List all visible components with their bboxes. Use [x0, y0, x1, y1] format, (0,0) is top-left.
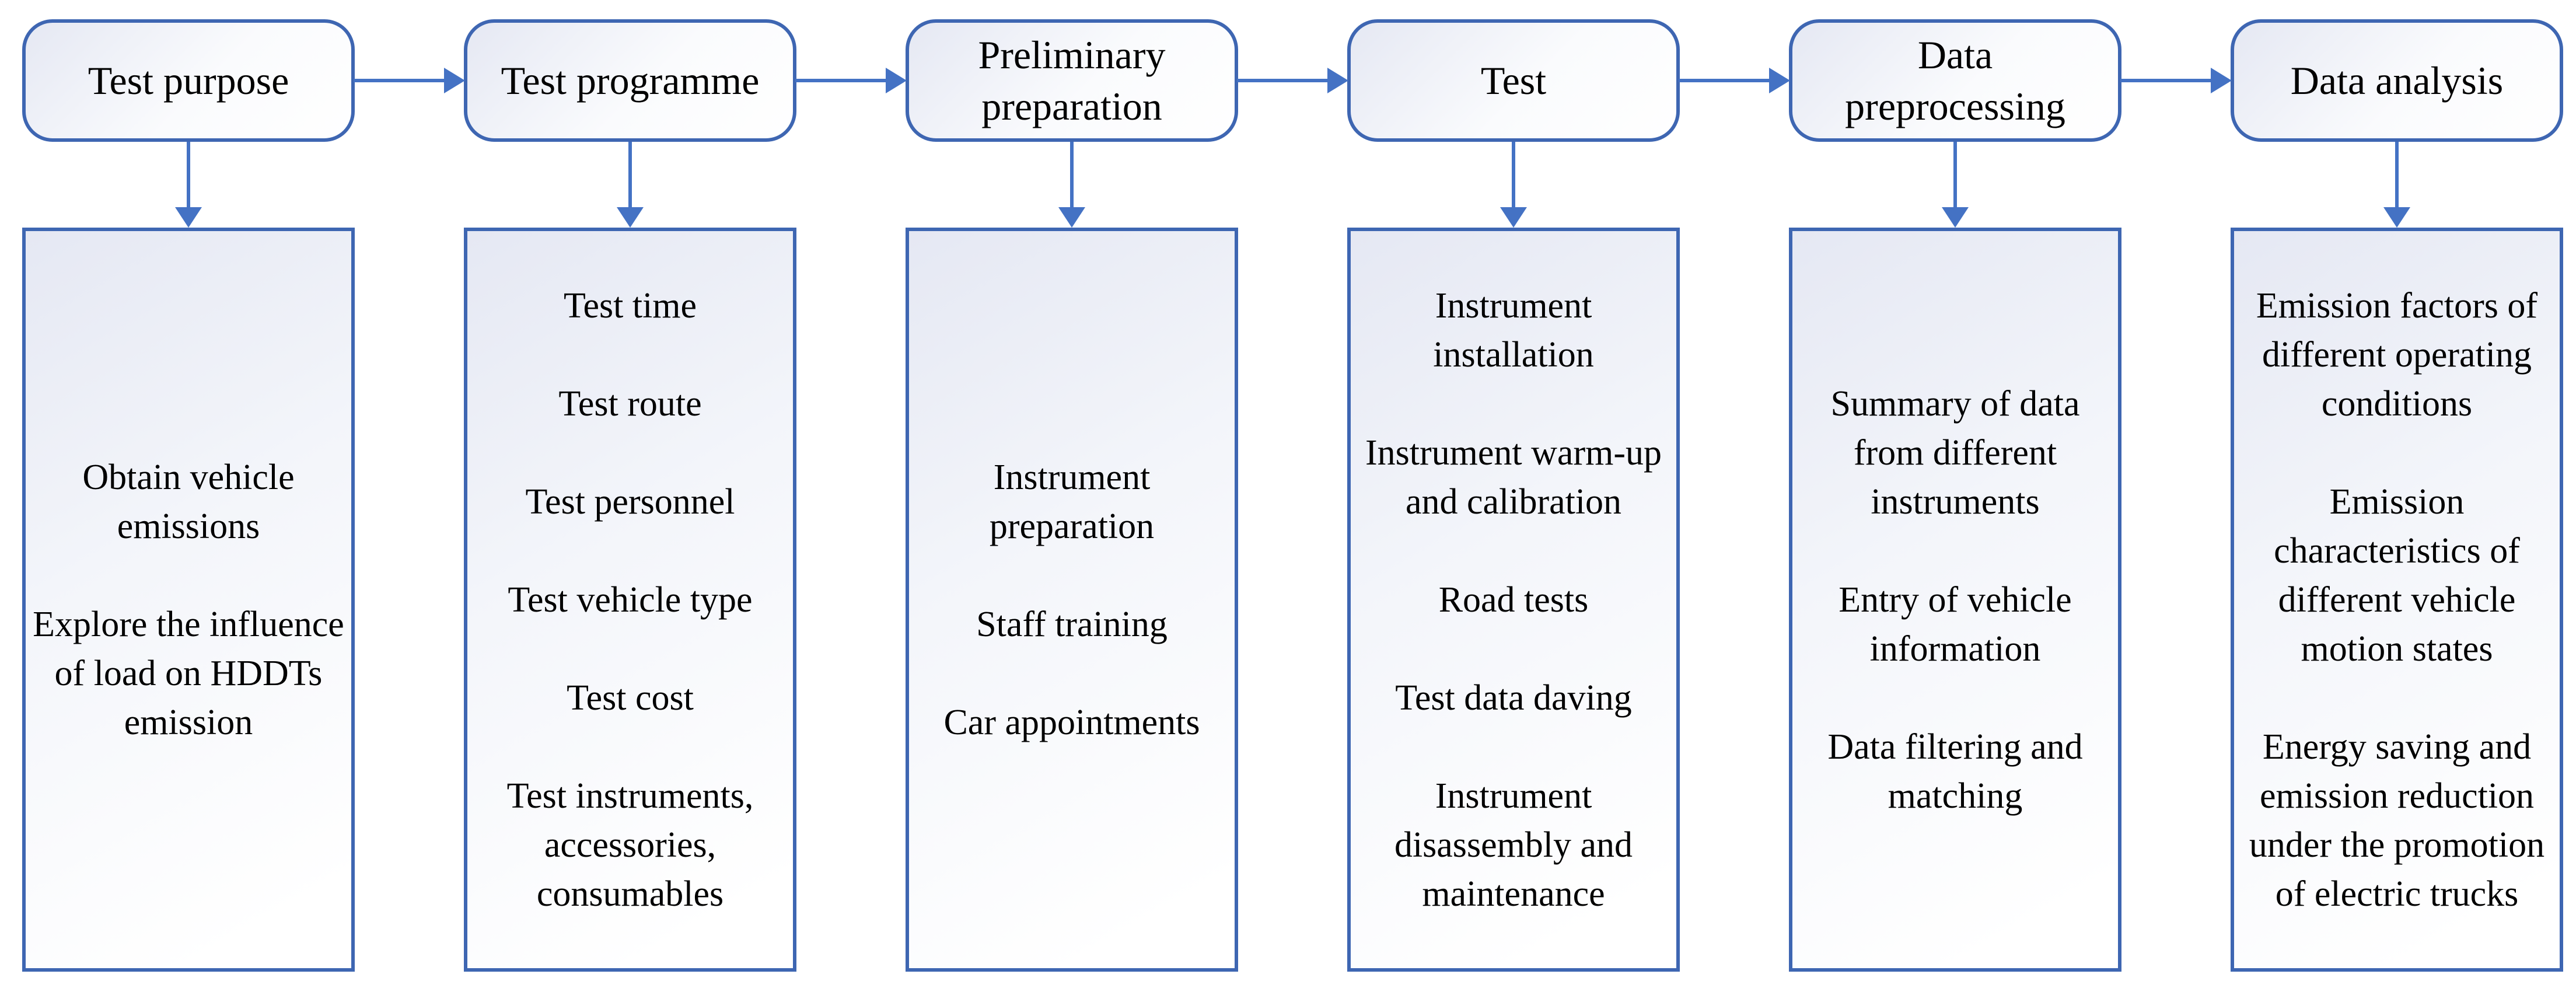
arrow-head — [1327, 68, 1348, 93]
arrow-head — [1942, 207, 1969, 228]
down-arrow-icon — [1500, 142, 1527, 228]
detail-item: Road tests — [1438, 579, 1589, 620]
arrow-shaft — [1953, 142, 1957, 210]
detail-box-data-analysis: Emission factors of different operating … — [2231, 228, 2563, 972]
down-arrow-icon — [617, 142, 644, 228]
arrow-shaft — [1070, 142, 1074, 210]
right-arrow-icon — [2120, 68, 2232, 93]
down-arrow-icon — [1058, 142, 1085, 228]
stage-box-test-programme: Test programme — [464, 19, 796, 142]
detail-item: Test vehicle type — [508, 579, 753, 620]
stage-box-preliminary-preparation: Preliminary preparation — [906, 19, 1238, 142]
arrow-shaft — [2120, 79, 2214, 82]
arrow-shaft — [628, 142, 632, 210]
stage-column-data-analysis: Data analysis Emission factors of differ… — [2231, 19, 2563, 972]
stage-label: Test programme — [501, 58, 760, 103]
detail-item: Summary of data from different instrumen… — [1830, 383, 2080, 522]
stage-label: Test purpose — [88, 58, 289, 103]
detail-item: Test route — [558, 383, 702, 424]
detail-item: Test personnel — [525, 481, 735, 522]
stage-column-data-preprocessing: Data preprocessing Summary of data from … — [1789, 19, 2121, 972]
detail-item: Instrument preparation — [989, 457, 1155, 546]
down-arrow-icon — [175, 142, 202, 228]
down-arrow-icon — [1942, 142, 1969, 228]
down-arrow-icon — [2383, 142, 2410, 228]
stage-label: Data analysis — [2290, 58, 2504, 103]
arrow-head — [1500, 207, 1527, 228]
detail-item: Emission characteristics of different ve… — [2274, 481, 2520, 669]
arrow-head — [2383, 207, 2410, 228]
stage-label: Data preprocessing — [1845, 32, 2065, 128]
arrow-shaft — [2395, 142, 2399, 210]
detail-item: Car appointments — [943, 702, 1200, 742]
arrow-head — [2211, 68, 2232, 93]
detail-item: Staff training — [976, 604, 1168, 644]
right-arrow-icon — [1679, 68, 1790, 93]
detail-item: Emission factors of different operating … — [2256, 285, 2538, 424]
detail-item: Instrument disassembly and maintenance — [1394, 776, 1633, 914]
arrow-shaft — [354, 79, 448, 82]
detail-item: Test time — [563, 285, 697, 326]
arrow-shaft — [1679, 79, 1773, 82]
arrow-shaft — [1237, 79, 1331, 82]
arrow-head — [1058, 207, 1085, 228]
arrow-head — [444, 68, 465, 93]
detail-item: Energy saving and emission reduction und… — [2249, 727, 2545, 914]
right-arrow-icon — [795, 68, 907, 93]
arrow-head — [886, 68, 907, 93]
arrow-head — [1769, 68, 1790, 93]
detail-item: Test instruments, accessories, consumabl… — [506, 776, 754, 914]
stage-box-data-preprocessing: Data preprocessing — [1789, 19, 2121, 142]
arrow-shaft — [1512, 142, 1515, 210]
detail-item: Instrument warm-up and calibration — [1365, 432, 1662, 522]
stage-box-data-analysis: Data analysis — [2231, 19, 2563, 142]
detail-item: Data filtering and matching — [1827, 727, 2083, 816]
stage-box-test: Test — [1347, 19, 1680, 142]
stage-box-test-purpose: Test purpose — [22, 19, 355, 142]
arrow-head — [617, 207, 644, 228]
detail-item: Test cost — [567, 678, 694, 718]
detail-box-data-preprocessing: Summary of data from different instrumen… — [1789, 228, 2121, 972]
arrow-shaft — [795, 79, 889, 82]
detail-item: Test data daving — [1395, 678, 1632, 718]
arrow-head — [175, 207, 202, 228]
detail-item: Obtain vehicle emissions — [82, 457, 295, 546]
detail-item: Explore the influence of load on HDDTs e… — [33, 604, 344, 742]
stage-label: Test — [1480, 58, 1547, 103]
right-arrow-icon — [354, 68, 465, 93]
arrow-shaft — [187, 142, 190, 210]
stage-column-preliminary-preparation: Preliminary preparation Instrument prepa… — [906, 19, 1238, 972]
detail-item: Entry of vehicle information — [1838, 579, 2072, 669]
stage-label: Preliminary preparation — [978, 32, 1166, 128]
detail-item: Instrument installation — [1433, 285, 1594, 375]
right-arrow-icon — [1237, 68, 1348, 93]
